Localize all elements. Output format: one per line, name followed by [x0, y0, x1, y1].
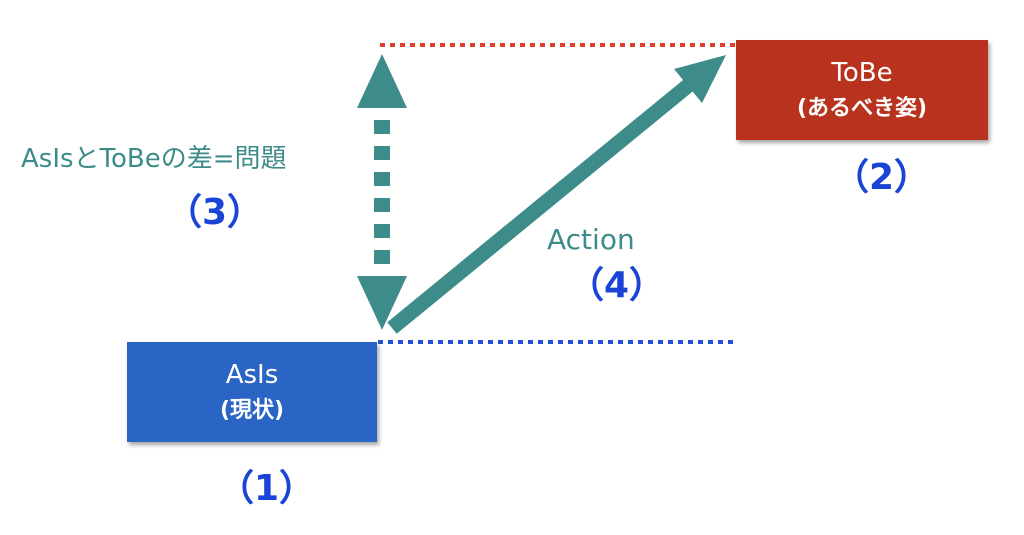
diagonal-arrow-icon: [387, 55, 726, 334]
action-label: Action: [547, 223, 635, 256]
label-number-1: （1）: [218, 468, 316, 509]
label-number-3: （3）: [166, 192, 264, 233]
asis-box: AsIs (現状): [127, 342, 377, 442]
asis-title: AsIs: [225, 360, 279, 390]
label-number-2: （2）: [833, 157, 931, 198]
arrow-shaft: [387, 78, 695, 334]
tobe-box: ToBe (あるべき姿): [736, 40, 988, 140]
arrow-head: [674, 55, 726, 103]
double-headed-dashed-arrow-icon: [357, 54, 407, 330]
label-number-4: （4）: [568, 265, 666, 306]
arrow-head-down: [357, 276, 407, 330]
problem-label: AsIsとToBeの差=問題: [21, 144, 287, 174]
arrow-head-up: [357, 54, 407, 108]
asis-subtitle: (現状): [219, 398, 285, 423]
tobe-title: ToBe: [831, 58, 893, 88]
tobe-subtitle: (あるべき姿): [796, 96, 928, 121]
